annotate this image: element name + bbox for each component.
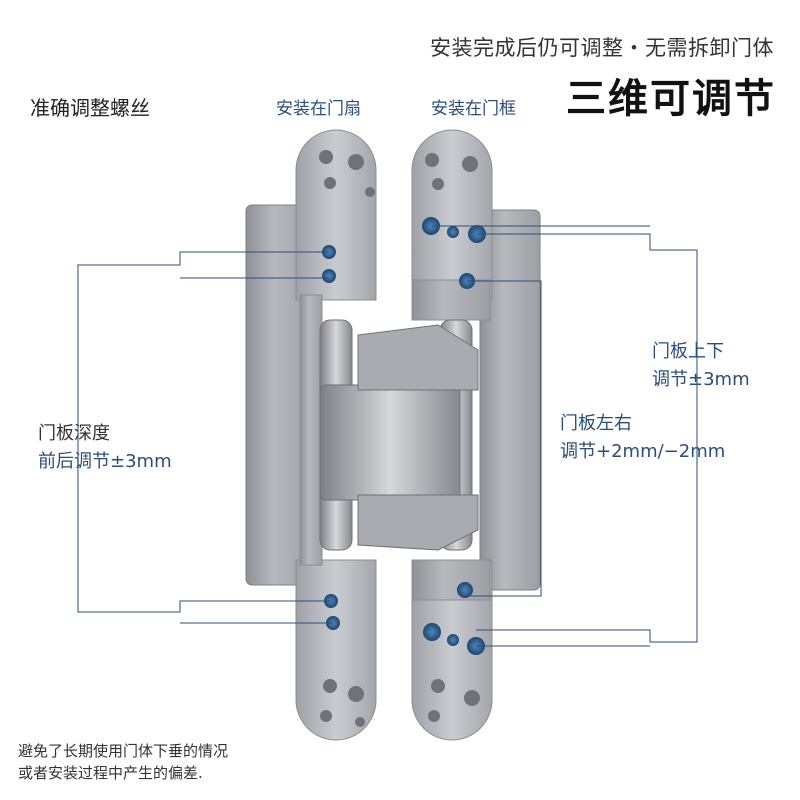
vertical-screw-bottom-small [447,634,459,646]
footer-line-1: 避免了长期使用门体下垂的情况 [18,742,229,760]
depth-title: 门板深度 [38,423,110,444]
vertical-screw-top-small [447,226,459,238]
door-frame-label: 安装在门框 [431,99,516,119]
headline-text: 三维可调节 [566,76,776,122]
vertical-screw-bottom [423,623,441,641]
vertical-title: 门板上下 [652,341,724,362]
lateral-title: 门板左右 [560,413,632,434]
depth-annotation: 门板深度 前后调节±3mm [38,420,172,476]
door-leaf-label: 安装在门扇 [276,99,361,119]
leader-lines [77,225,698,647]
door-frame-hinge-body [411,129,541,741]
slogan-text: 安装完成后仍可调整・无需拆卸门体 [430,36,774,60]
vertical-annotation: 门板上下 调节±3mm [652,338,750,394]
lateral-screw-bottom [457,582,473,598]
hinge-knuckle [319,319,479,551]
lateral-annotation: 门板左右 调节+2mm/−2mm [560,410,725,466]
lateral-value: 调节+2mm/−2mm [560,441,726,462]
vertical-value: 调节±3mm [652,369,750,390]
depth-value: 前后调节±3mm [38,451,172,472]
footer-line-2: 或者安装过程中产生的偏差. [18,764,203,782]
depth-screw-top-2 [322,269,336,283]
precise-screw-label: 准确调整螺丝 [30,96,150,120]
footer-note: 避免了长期使用门体下垂的情况 或者安装过程中产生的偏差. [18,740,228,784]
